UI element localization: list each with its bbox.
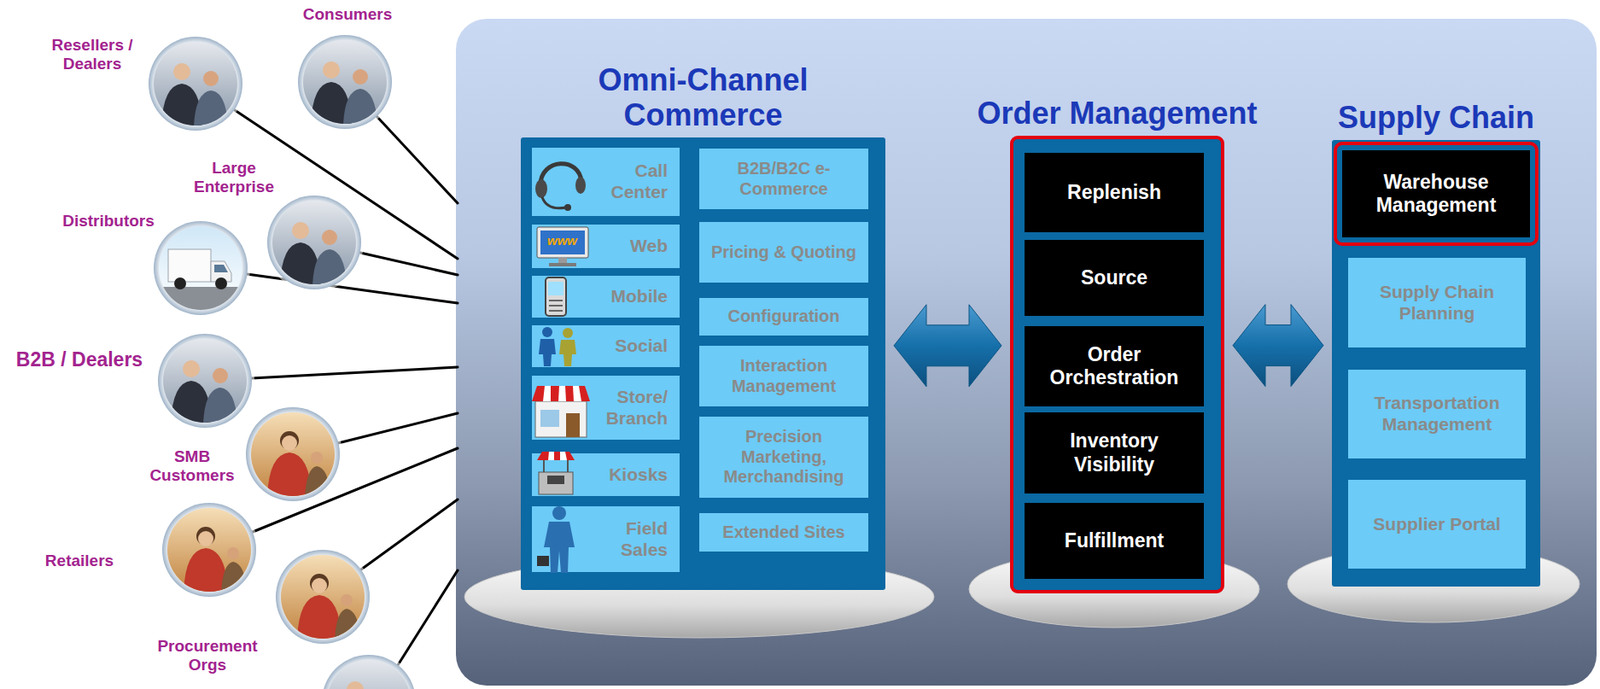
label-holder: Retailers	[19, 551, 140, 571]
box-label: Call Center	[595, 160, 668, 204]
box-label: Mobile	[611, 286, 669, 308]
phone-icon	[531, 275, 596, 318]
double-arrow	[1232, 304, 1324, 387]
customer-photo	[145, 34, 246, 134]
box-label: Fulfillment	[1064, 529, 1164, 553]
box-label: Precision Marketing, Merchandising	[709, 426, 859, 488]
channel-box: Social	[531, 325, 680, 368]
customer-label: Distributors	[40, 211, 177, 231]
label-holder: Large Enterprise	[176, 158, 292, 197]
channel-box: Kiosks	[531, 453, 680, 497]
box-label: Store/ Branch	[595, 386, 668, 430]
customer-label: Retailers	[19, 551, 140, 571]
capability-box: Interaction Management	[699, 345, 869, 407]
salesperson-icon	[531, 506, 596, 573]
box-label: Inventory Visibility	[1031, 429, 1198, 476]
capability-box: Pricing & Quoting	[699, 221, 869, 283]
customer-label: Resellers / Dealers	[39, 35, 146, 74]
label-holder: Consumers	[279, 5, 416, 24]
process-box: Fulfillment	[1024, 502, 1204, 579]
highlighted-box: Warehouse Management	[1337, 145, 1536, 243]
heading-holder: Omni-Channel Commerce	[562, 63, 845, 133]
box-label: Source	[1080, 266, 1148, 290]
channel-box: Call Center	[531, 147, 680, 217]
people-icon	[531, 325, 596, 368]
store-icon	[531, 375, 596, 440]
customer-photo	[155, 331, 255, 431]
box-label: Pricing & Quoting	[711, 242, 857, 263]
label-holder: SMB Customers	[132, 447, 252, 485]
customer-photo	[295, 32, 395, 132]
box-label: Configuration	[727, 306, 840, 328]
label-holder: Distributors	[40, 211, 177, 231]
process-box: Replenish	[1024, 152, 1204, 233]
customer-photo	[159, 500, 259, 600]
capability-box: Extended Sites	[699, 513, 869, 552]
channel-box: Store/ Branch	[531, 375, 680, 440]
customer-label: Consumers	[279, 5, 416, 24]
kiosk-icon	[531, 453, 596, 497]
capability-box: Transportation Management	[1348, 369, 1526, 459]
process-box: Inventory Visibility	[1024, 412, 1204, 494]
capability-box: Precision Marketing, Merchandising	[699, 416, 869, 498]
platform-panel	[455, 18, 1597, 686]
label-holder: www	[547, 233, 578, 248]
box-label: Web	[630, 235, 668, 257]
box-label: Social	[614, 335, 668, 357]
capability-box: B2B/B2C e-Commerce	[699, 148, 869, 210]
customer-photo	[243, 404, 343, 504]
customer-line	[246, 274, 458, 304]
channel-panel: Omni-Channel Commerce Call Center Web Mo…	[520, 137, 886, 590]
customer-photo	[273, 547, 373, 647]
double-arrow	[893, 304, 1002, 387]
customer-line	[397, 570, 458, 666]
label-holder: Procurement Orgs	[143, 636, 272, 675]
process-box: Source	[1024, 239, 1204, 316]
capability-box: Supplier Portal	[1348, 479, 1526, 569]
box-label: Transportation Management	[1354, 392, 1519, 436]
customer-label: Procurement Orgs	[143, 636, 272, 675]
box-label: Supply Chain Planning	[1354, 281, 1519, 325]
heading-holder: Supply Chain	[1337, 100, 1535, 135]
box-label: Interaction Management	[709, 356, 859, 397]
box-label: Field Sales	[595, 518, 668, 561]
customer-label: Large Enterprise	[176, 158, 292, 197]
box-label: Kiosks	[608, 464, 668, 486]
box-label: B2B/B2C e-Commerce	[709, 158, 859, 199]
headset-icon	[531, 147, 596, 217]
panel-heading: Supply Chain	[1337, 100, 1535, 135]
heading-holder: Order Management	[976, 96, 1257, 131]
customer-label: SMB Customers	[132, 447, 252, 485]
label-holder: Resellers / Dealers	[39, 35, 146, 74]
channel-box: Mobile	[531, 275, 680, 318]
customer-label: B2B / Dealers	[5, 348, 155, 371]
label-holder: B2B / Dealers	[5, 348, 155, 371]
capability-box: Supply Chain Planning	[1348, 257, 1526, 348]
panel-heading: Order Management	[976, 96, 1257, 131]
order-panel: Order ManagementReplenishSourceOrder Orc…	[1010, 135, 1225, 594]
customer-photo	[319, 652, 419, 689]
supply-panel: Supply ChainWarehouse ManagementSupply C…	[1331, 140, 1541, 587]
box-label: Supplier Portal	[1372, 513, 1501, 536]
customer-line	[361, 499, 458, 570]
box-label: Extended Sites	[722, 522, 845, 544]
box-label: Warehouse Management	[1348, 170, 1524, 217]
customer-photo	[151, 218, 251, 318]
customer-line	[360, 252, 458, 275]
customer-photo	[264, 192, 364, 292]
channel-box: Field Sales	[531, 506, 680, 573]
process-box: Order Orchestration	[1024, 326, 1204, 407]
customer-line	[376, 116, 458, 204]
box-label: Order Orchestration	[1031, 343, 1198, 390]
box-label: Replenish	[1067, 181, 1162, 205]
customer-line	[338, 413, 458, 444]
panel-heading: Omni-Channel Commerce	[562, 63, 845, 133]
icon-text: www	[547, 233, 578, 248]
capability-box: Configuration	[699, 297, 869, 336]
customer-line	[251, 367, 458, 379]
